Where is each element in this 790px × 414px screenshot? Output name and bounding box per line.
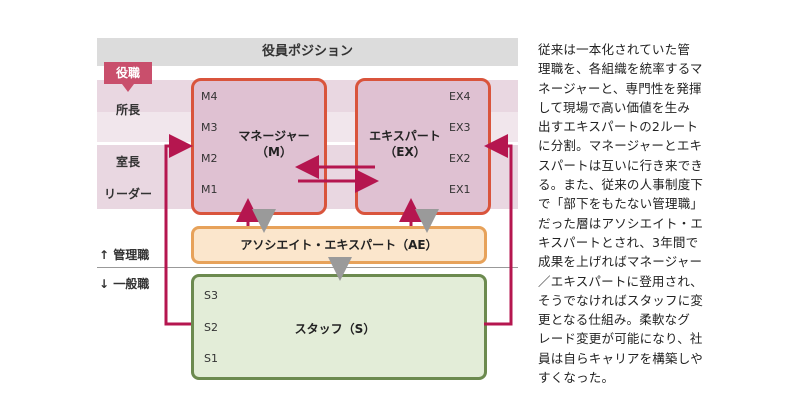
arrow-staff-to-m xyxy=(164,134,193,326)
yakushoku-pointer-icon xyxy=(122,84,134,92)
level-m1: M1 xyxy=(201,183,218,196)
row-label-leader: リーダー xyxy=(104,187,153,201)
level-m4: M4 xyxy=(201,90,218,103)
level-s1: S1 xyxy=(204,352,218,365)
general-label: ↓ 一般職 xyxy=(99,277,150,291)
expert-title: エキスパート （EX） xyxy=(369,129,441,159)
description-paragraph: 従来は一本化されていた管 理職を、各組織を統率するマ ネージャーと、専門性を発揮… xyxy=(538,42,704,386)
management-label: ↑ 管理職 xyxy=(99,248,150,262)
executive-position-header: 役員ポジション xyxy=(97,38,518,66)
row-label-shitsucho: 室長 xyxy=(116,155,141,169)
level-ex1: EX1 xyxy=(449,183,471,196)
arrow-down-icon: ↓ xyxy=(99,277,114,291)
level-ex4: EX4 xyxy=(449,90,471,103)
staff-title: スタッフ（S） xyxy=(294,322,376,336)
arrow-up-icon: ↑ xyxy=(99,248,114,262)
level-ex2: EX2 xyxy=(449,152,471,165)
level-ex3: EX3 xyxy=(449,121,471,134)
manager-title: マネージャー （M） xyxy=(238,129,310,159)
row-label-shocho: 所長 xyxy=(116,103,141,117)
level-s2: S2 xyxy=(204,321,218,334)
level-s3: S3 xyxy=(204,289,218,302)
arrow-staff-to-ex xyxy=(484,134,513,326)
level-m3: M3 xyxy=(201,121,218,134)
management-divider xyxy=(97,267,518,268)
yakushoku-label: 役職 xyxy=(104,62,152,84)
level-m2: M2 xyxy=(201,152,218,165)
